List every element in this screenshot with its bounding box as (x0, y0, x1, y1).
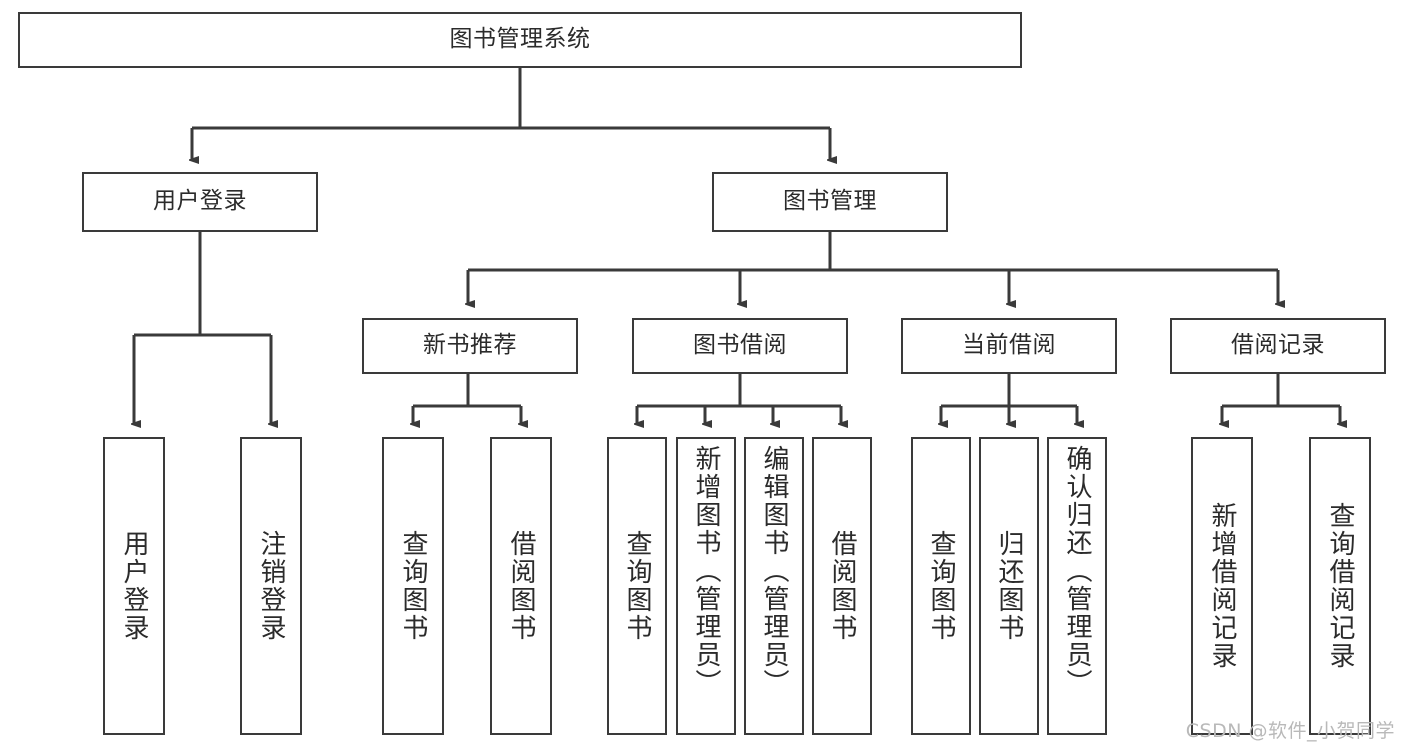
node-leaf-return-book[interactable]: 归还图书 (979, 437, 1039, 735)
node-leaf-query-book-recommend[interactable]: 查询图书 (382, 437, 444, 735)
node-label: 当前借阅 (962, 332, 1056, 359)
node-label: 借阅图书 (506, 530, 536, 642)
node-root-book-management-system[interactable]: 图书管理系统 (18, 12, 1022, 68)
node-label: 新增借阅记录 (1207, 502, 1237, 670)
node-current-borrow[interactable]: 当前借阅 (901, 318, 1117, 374)
node-label: 借阅记录 (1231, 332, 1325, 359)
node-leaf-borrow-book[interactable]: 借阅图书 (812, 437, 872, 735)
node-leaf-borrow-book-recommend[interactable]: 借阅图书 (490, 437, 552, 735)
node-label: 用户登录 (119, 530, 149, 642)
node-label: 查询图书 (398, 530, 428, 642)
node-leaf-user-login[interactable]: 用户登录 (103, 437, 165, 735)
node-leaf-add-borrow-record[interactable]: 新增借阅记录 (1191, 437, 1253, 735)
node-new-book-recommend[interactable]: 新书推荐 (362, 318, 578, 374)
node-label: 查询借阅记录 (1325, 502, 1355, 670)
node-label: 确认归还（管理员） (1062, 445, 1092, 697)
node-book-borrow[interactable]: 图书借阅 (632, 318, 848, 374)
node-label: 图书管理 (783, 188, 877, 215)
node-user-login[interactable]: 用户登录 (82, 172, 318, 232)
node-leaf-confirm-return-admin[interactable]: 确认归还（管理员） (1047, 437, 1107, 735)
node-leaf-query-book-current[interactable]: 查询图书 (911, 437, 971, 735)
node-label: 新书推荐 (423, 332, 517, 359)
node-label: 编辑图书（管理员） (759, 445, 789, 697)
node-leaf-edit-book-admin[interactable]: 编辑图书（管理员） (744, 437, 804, 735)
node-label: 新增图书（管理员） (691, 445, 721, 697)
node-label: 用户登录 (153, 188, 247, 215)
node-label: 图书管理系统 (449, 26, 591, 53)
node-leaf-query-book-borrow[interactable]: 查询图书 (607, 437, 667, 735)
node-leaf-logout-login[interactable]: 注销登录 (240, 437, 302, 735)
node-label: 归还图书 (994, 530, 1024, 642)
node-label: 查询图书 (622, 530, 652, 642)
node-label: 注销登录 (256, 530, 286, 642)
node-book-management[interactable]: 图书管理 (712, 172, 948, 232)
node-borrow-record[interactable]: 借阅记录 (1170, 318, 1386, 374)
node-leaf-add-book-admin[interactable]: 新增图书（管理员） (676, 437, 736, 735)
node-leaf-query-borrow-record[interactable]: 查询借阅记录 (1309, 437, 1371, 735)
node-label: 查询图书 (926, 530, 956, 642)
node-label: 借阅图书 (827, 530, 857, 642)
node-label: 图书借阅 (693, 332, 787, 359)
csdn-watermark: CSDN @软件_小贺同学 (1185, 720, 1395, 742)
